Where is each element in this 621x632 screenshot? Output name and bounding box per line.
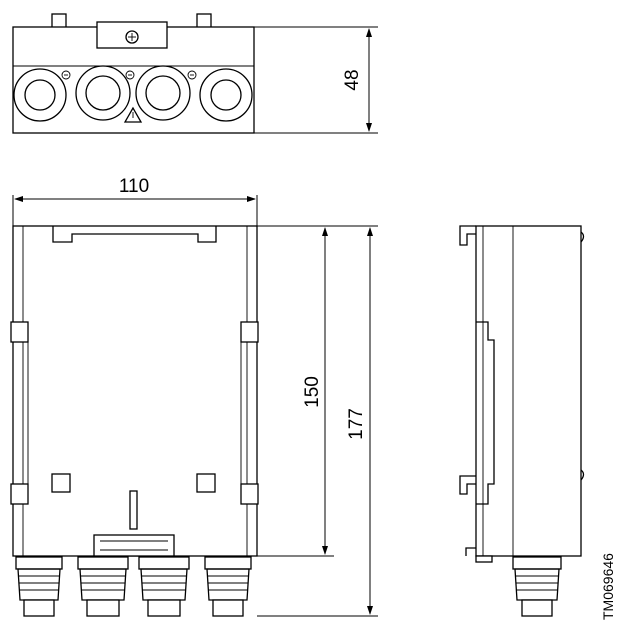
gland-3 [135, 65, 191, 121]
side-clip-right-upper [240, 321, 259, 343]
dim-label-150: 150 [302, 376, 323, 408]
side-knob-top [580, 231, 585, 243]
center-slot [129, 490, 138, 530]
side-knob-bottom [580, 469, 585, 481]
front-gland-4 [204, 556, 252, 617]
dim-label-48: 48 [342, 69, 363, 90]
side-foot [475, 555, 493, 563]
drawing-reference: TM069646 [600, 553, 616, 620]
dim-label-177: 177 [346, 408, 367, 440]
side-din-clip [476, 321, 495, 505]
warning-triangle-icon [123, 106, 143, 123]
side-clip-right-lower [240, 483, 259, 505]
screw-icon [125, 30, 139, 44]
ground-symbol-icon [61, 70, 197, 80]
front-view: 110 [10, 176, 378, 617]
side-body [475, 225, 582, 557]
bottom-latch [93, 534, 175, 557]
side-clip-left-lower [10, 483, 29, 505]
side-gland [512, 556, 562, 617]
side-view [459, 225, 585, 617]
mount-hole-left [51, 473, 71, 493]
side-hook-bottom [459, 475, 476, 495]
front-gland-2 [77, 556, 129, 617]
mount-hole-right [196, 473, 216, 493]
gland-1 [13, 68, 67, 122]
gland-2 [75, 65, 131, 121]
gland-4 [199, 68, 253, 122]
dim-label-110: 110 [119, 176, 149, 197]
top-view: 48 [12, 13, 378, 134]
top-clip-right [196, 13, 212, 29]
front-top-tabs [52, 226, 217, 243]
side-clip-left-upper [10, 321, 29, 343]
side-hook-top [459, 225, 476, 246]
front-gland-1 [15, 556, 63, 617]
front-gland-3 [138, 556, 190, 617]
front-body [12, 225, 258, 557]
top-clip-left [51, 13, 67, 29]
